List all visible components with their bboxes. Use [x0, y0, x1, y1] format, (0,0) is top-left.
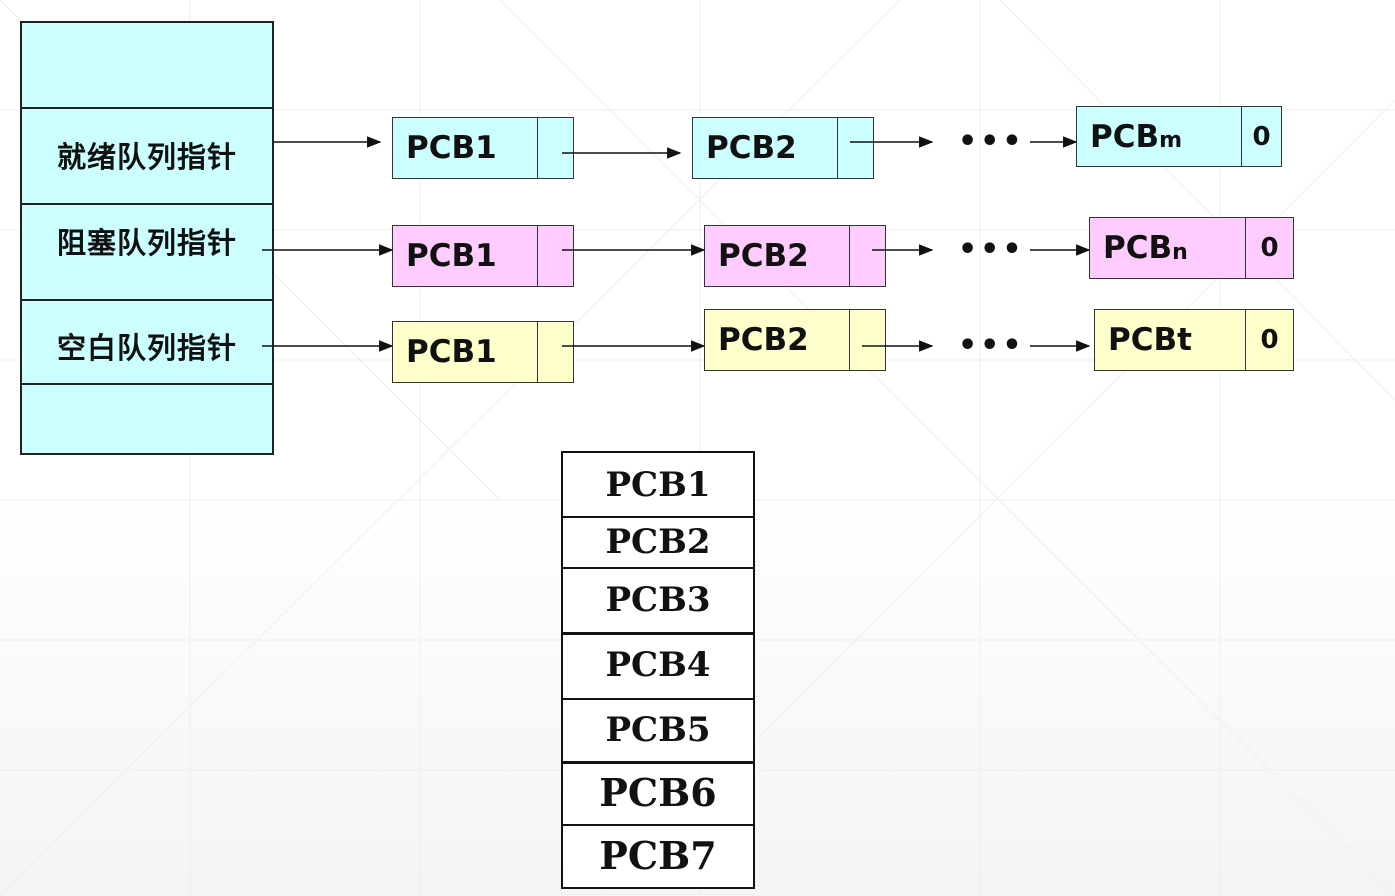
pointer-table-empty-bottom — [22, 383, 272, 453]
ready-queue-pointer: 就绪队列指针 — [22, 107, 272, 205]
free-node-pcb2-name: PCB2 — [705, 310, 850, 370]
blocked-node-pcbn-name-text: PCB — [1103, 230, 1173, 266]
ready-node-pcb1-name: PCB1 — [393, 118, 538, 178]
pointer-table-empty-top — [22, 23, 272, 109]
pcb-table-row-1: PCB1 — [563, 453, 753, 518]
ready-node-pcb1: PCB1 — [392, 117, 574, 179]
pcb-table-row-2: PCB2 — [563, 516, 753, 569]
pcb-table-row-7: PCB7 — [599, 833, 717, 878]
blocked-queue-ellipsis: ••• — [958, 232, 1025, 267]
ready-queue-pointer-label: 就绪队列指针 — [56, 140, 237, 174]
pcb-table-row-5: PCB5 — [563, 698, 753, 764]
free-node-pcb1-name: PCB1 — [393, 322, 538, 382]
blocked-node-pcb2-pointer — [850, 226, 885, 286]
ready-node-pcbm-subscript: m — [1159, 128, 1183, 153]
blocked-node-pcb1-pointer — [538, 226, 573, 286]
free-node-pcb1-pointer — [538, 322, 573, 382]
ready-node-pcb2-pointer — [838, 118, 873, 178]
blocked-queue-pointer: 阻塞队列指针 — [22, 203, 272, 301]
free-queue-ellipsis: ••• — [958, 328, 1025, 363]
pcb-table-row-3: PCB3 — [563, 567, 753, 635]
ready-node-pcbm-name-text: PCB — [1090, 118, 1160, 155]
ready-node-pcb2: PCB2 — [692, 117, 874, 179]
blocked-node-pcb2: PCB2 — [704, 225, 886, 287]
free-node-pcbt-name: PCBt — [1095, 310, 1246, 370]
free-node-pcb2: PCB2 — [704, 309, 886, 371]
free-node-pcbt: PCBt 0 — [1094, 309, 1294, 371]
ready-node-pcbm-pointer: 0 — [1252, 121, 1271, 152]
blocked-queue-pointer-label: 阻塞队列指针 — [56, 226, 237, 260]
blocked-node-pcb1: PCB1 — [392, 225, 574, 287]
pcb-table: PCB1 PCB2 PCB3 PCB4 PCB5 PCB6 PCB7 — [561, 451, 755, 889]
free-queue-pointer-label: 空白队列指针 — [56, 331, 237, 365]
queue-pointer-table: 就绪队列指针 阻塞队列指针 空白队列指针 — [20, 21, 274, 455]
pcb-table-row-6: PCB6 — [563, 761, 753, 826]
free-node-pcbt-pointer: 0 — [1260, 325, 1279, 355]
blocked-node-pcb2-name: PCB2 — [705, 226, 850, 286]
ready-queue-ellipsis: ••• — [958, 124, 1025, 159]
pcb-table-row-4: PCB4 — [563, 632, 753, 700]
ready-node-pcb2-name: PCB2 — [693, 118, 838, 178]
ready-node-pcb1-pointer — [538, 118, 573, 178]
free-node-pcb2-pointer — [850, 310, 885, 370]
blocked-node-pcbn-pointer: 0 — [1260, 233, 1279, 263]
blocked-node-pcb1-name: PCB1 — [393, 226, 538, 286]
free-queue-pointer: 空白队列指针 — [22, 299, 272, 385]
blocked-node-pcbn-subscript: n — [1172, 239, 1188, 265]
free-node-pcb1: PCB1 — [392, 321, 574, 383]
